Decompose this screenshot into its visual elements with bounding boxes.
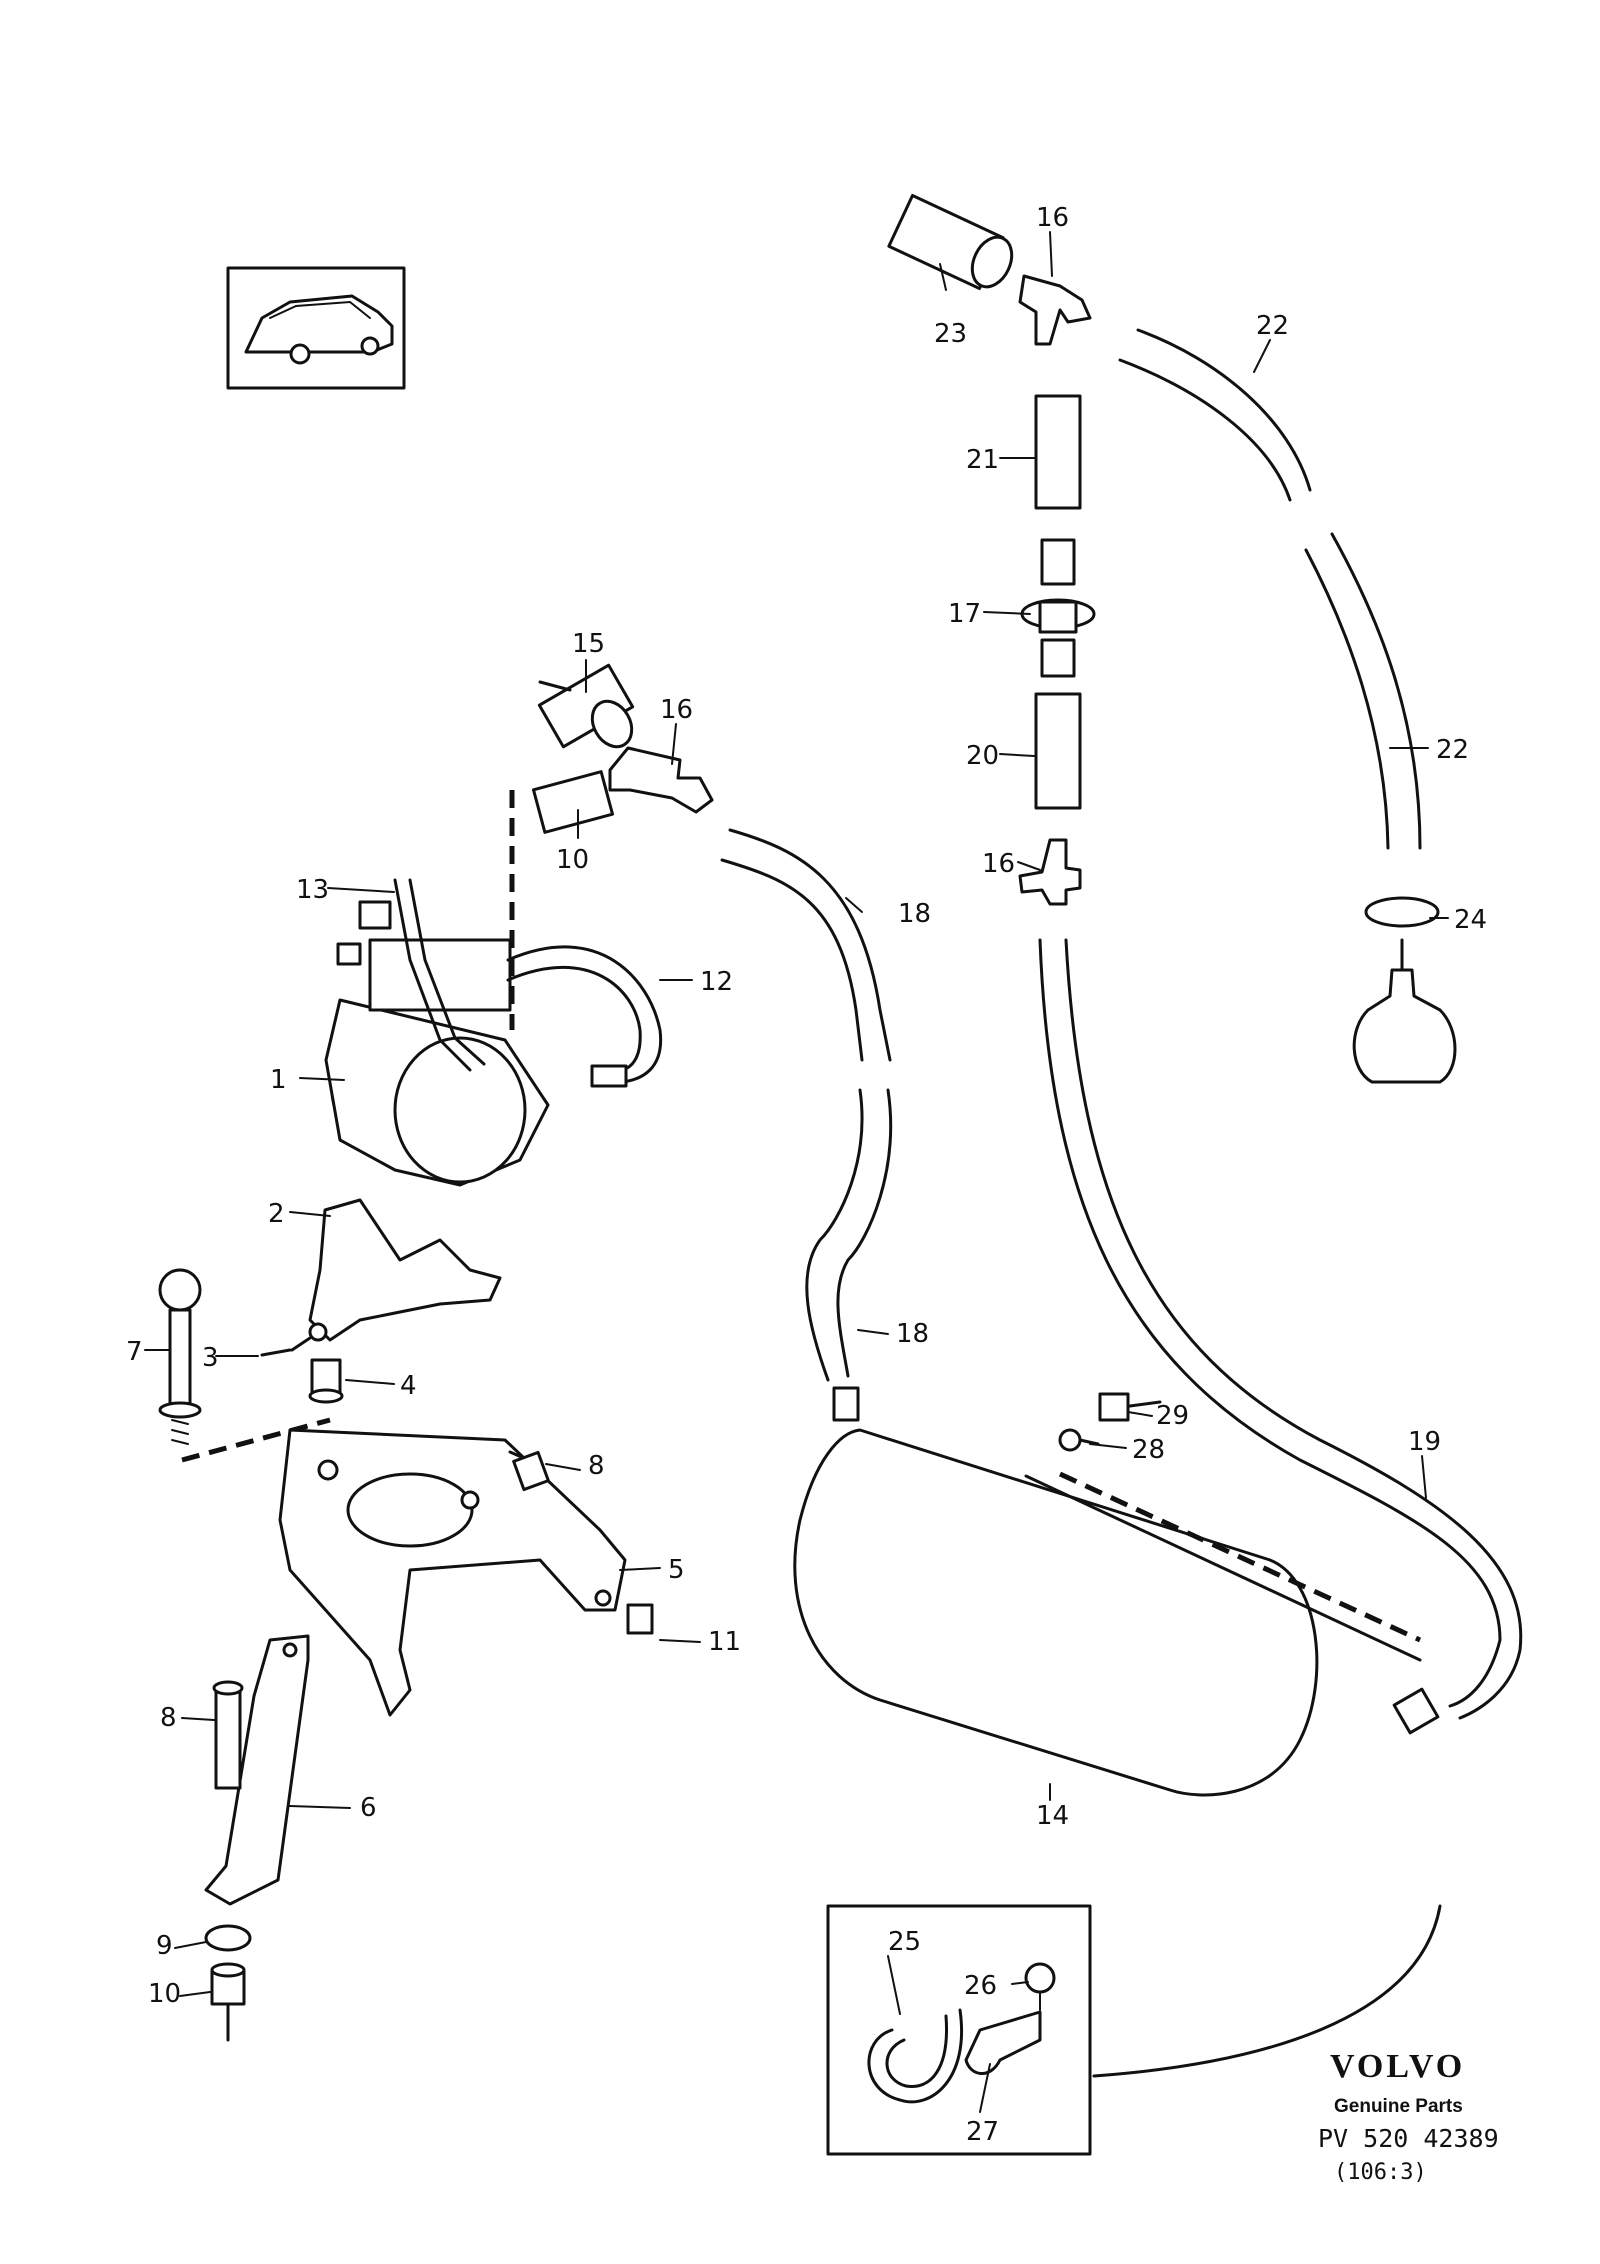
callout-1: 1 [270,1065,287,1095]
leader-lines [144,231,1449,2113]
callout-26: 26 [964,1971,997,2001]
fasteners-28-29 [1058,1392,1162,1452]
callout-18-upper: 18 [898,899,931,929]
clamp-inset [826,1904,1442,2156]
callout-9: 9 [156,1931,173,1961]
callout-19: 19 [1408,1427,1441,1457]
callout-18-lower: 18 [896,1319,929,1349]
car-thumbnail [226,266,406,390]
callout-8-upper: 8 [588,1451,605,1481]
callout-24: 24 [1454,905,1487,935]
pump-bracket [260,1198,502,1404]
callout-25: 25 [888,1927,921,1957]
callout-16-lower: 16 [982,849,1015,879]
hose-22 [1118,328,1422,850]
callout-12: 12 [700,967,733,997]
brand-tagline: Genuine Parts [1334,2096,1463,2117]
check-valve-middle [531,663,714,834]
diagram-code: PV 520 42389 [1318,2124,1499,2153]
main-bracket [278,1428,654,1717]
stay-bracket [204,1634,310,2042]
callout-15: 15 [572,629,605,659]
callout-22-lower: 22 [1436,735,1469,765]
callout-28: 28 [1132,1435,1165,1465]
canister-14 [793,1428,1440,1797]
top-hose-assembly [887,193,1096,906]
callout-11: 11 [708,1627,741,1657]
callout-17: 17 [948,599,981,629]
callout-6: 6 [360,1793,377,1823]
callout-29: 29 [1156,1401,1189,1431]
callout-13: 13 [296,875,329,905]
hose-18 [720,828,893,1422]
callout-20: 20 [966,741,999,771]
callout-14: 14 [1036,1801,1069,1831]
pump-assembly [324,790,663,1187]
callout-5: 5 [668,1555,685,1585]
volvo-logo: VOLVO [1330,2048,1466,2085]
callout-16-top: 16 [1036,203,1069,233]
callout-27: 27 [966,2117,999,2147]
clip-24 [1352,896,1457,1084]
callout-10-lower: 10 [148,1979,181,2009]
callout-21: 21 [966,445,999,475]
callout-4: 4 [400,1371,417,1401]
eye-bolt [158,1268,331,1463]
hose-19 [1038,938,1523,1720]
callout-2: 2 [268,1199,285,1229]
diagram-reference: (106:3) [1334,2160,1427,2185]
callout-10-upper: 10 [556,845,589,875]
callout-7: 7 [126,1337,143,1367]
callout-23: 23 [934,319,967,349]
callout-8-lower: 8 [160,1703,177,1733]
callout-16-middle: 16 [660,695,693,725]
callout-22-upper: 22 [1256,311,1289,341]
callout-3: 3 [202,1343,219,1373]
